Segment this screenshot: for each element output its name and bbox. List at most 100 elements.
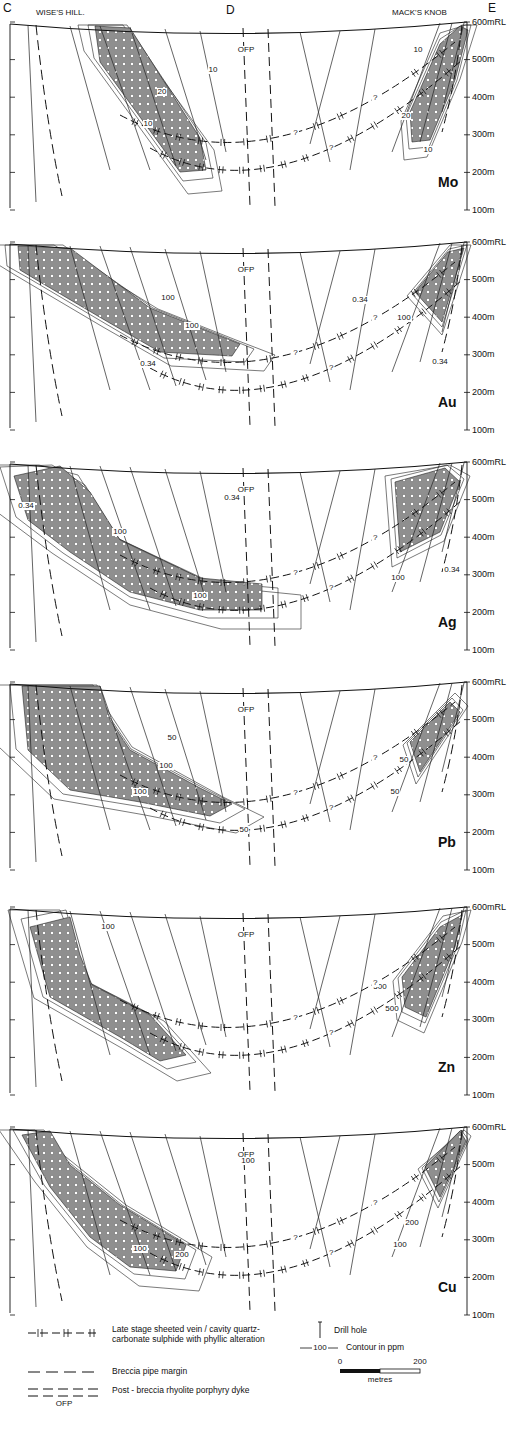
section-panel	[0, 682, 470, 870]
vein-tick	[444, 1176, 448, 1181]
vein-tick	[243, 1272, 244, 1279]
vein-tick	[202, 824, 203, 831]
axis-tick	[464, 682, 470, 683]
contour-value: 20	[401, 112, 412, 120]
vein-tick	[395, 108, 399, 114]
vein-tick	[440, 935, 444, 941]
vein-tick	[199, 1048, 200, 1055]
element-name: Pb	[438, 835, 456, 849]
vein-tick	[313, 123, 315, 130]
axis-tick	[10, 430, 15, 431]
contour-value: 200	[174, 1251, 189, 1259]
vein-tick	[419, 91, 423, 97]
vein-tick	[263, 605, 265, 612]
vein-tick	[157, 568, 159, 575]
contour-value: 100	[192, 592, 207, 600]
vein-tick	[199, 1268, 200, 1275]
vein-tick	[243, 387, 244, 394]
vein-tick	[419, 751, 423, 757]
vein-tick	[201, 1023, 203, 1030]
vein-tick	[154, 1012, 156, 1019]
vein-tick	[374, 1007, 378, 1013]
section-panel	[0, 242, 471, 430]
vein-tick	[437, 712, 441, 718]
uncertain-mark: ?	[372, 1199, 378, 1207]
uncertain-mark: ?	[292, 1014, 298, 1022]
contour-line	[398, 910, 466, 1023]
vein-tick	[270, 135, 271, 142]
axis-tick	[10, 354, 15, 355]
contour-value: 100	[132, 1245, 147, 1253]
vein-tick	[348, 136, 351, 142]
vein-tick	[444, 71, 448, 76]
axis-tick	[464, 612, 470, 613]
axis-tick	[464, 354, 470, 355]
drill-hole	[70, 26, 110, 170]
axis-label: 500m	[472, 275, 495, 284]
axis-tick	[10, 59, 15, 60]
vein-tick	[263, 1270, 265, 1277]
axis-tick	[464, 650, 470, 651]
vein-tick	[224, 799, 225, 806]
vein-tick	[395, 548, 399, 554]
vein-tick	[219, 1271, 221, 1278]
vein-tick	[306, 1039, 308, 1046]
vein-tick	[219, 1051, 221, 1058]
vein-tick	[135, 1225, 138, 1231]
element-name: Mo	[438, 175, 458, 189]
vein-tick	[222, 606, 224, 613]
sheeted-vein	[150, 720, 462, 830]
vein-tick	[317, 1007, 319, 1014]
axis-tick	[10, 134, 15, 135]
vein-tick	[183, 1044, 185, 1051]
axis-label: 600mRL	[472, 1123, 506, 1132]
drill-hole	[442, 908, 464, 997]
drill-hole	[100, 466, 150, 610]
vein-tick	[247, 358, 249, 365]
axis-label: 300m	[472, 350, 495, 359]
vein-tick	[440, 710, 444, 716]
axis-tick	[464, 870, 470, 871]
vein-tick	[135, 120, 138, 126]
axis-tick	[10, 982, 15, 983]
sheeted-vein	[150, 945, 462, 1055]
vein-tick	[422, 529, 426, 535]
contour-value: 100	[240, 1157, 255, 1165]
vein-tick	[224, 359, 225, 366]
ground-surface	[10, 242, 467, 254]
axis-label: 400m	[472, 93, 495, 102]
axis-tick	[464, 1127, 470, 1128]
vein-tick	[306, 814, 308, 821]
drill-hole	[200, 916, 226, 1037]
contour-value: 0.34	[17, 502, 35, 510]
vein-tick	[132, 778, 135, 784]
section-letter: C	[3, 2, 12, 14]
vein-tick	[337, 774, 340, 780]
vein-tick	[398, 991, 402, 997]
vein-tick	[340, 772, 343, 778]
vein-tick	[239, 387, 240, 394]
vein-tick	[303, 1040, 305, 1047]
vein-tick	[371, 343, 375, 349]
axis-tick	[464, 1202, 470, 1203]
vein-tick	[183, 159, 185, 166]
axis-label: 600mRL	[472, 678, 506, 687]
vein-tick	[351, 795, 354, 801]
contour-value: 100	[160, 294, 175, 302]
axis-label: 500m	[472, 55, 495, 64]
vein-tick	[351, 355, 354, 361]
section-letter: D	[226, 4, 235, 16]
vein-tick	[266, 796, 267, 803]
dyke-label: OFP	[55, 1400, 73, 1408]
element-name: Zn	[438, 1060, 455, 1074]
axis-tick	[10, 1127, 15, 1128]
vein-tick	[176, 573, 178, 580]
vein-tick	[270, 575, 271, 582]
ore-zone	[425, 1131, 466, 1197]
vein-tick	[281, 1046, 283, 1053]
drill-hole	[392, 463, 440, 592]
axis-label: 300m	[472, 1015, 495, 1024]
vein-tick	[337, 1219, 340, 1225]
vein-tick	[179, 574, 181, 581]
vein-tick	[163, 592, 166, 598]
